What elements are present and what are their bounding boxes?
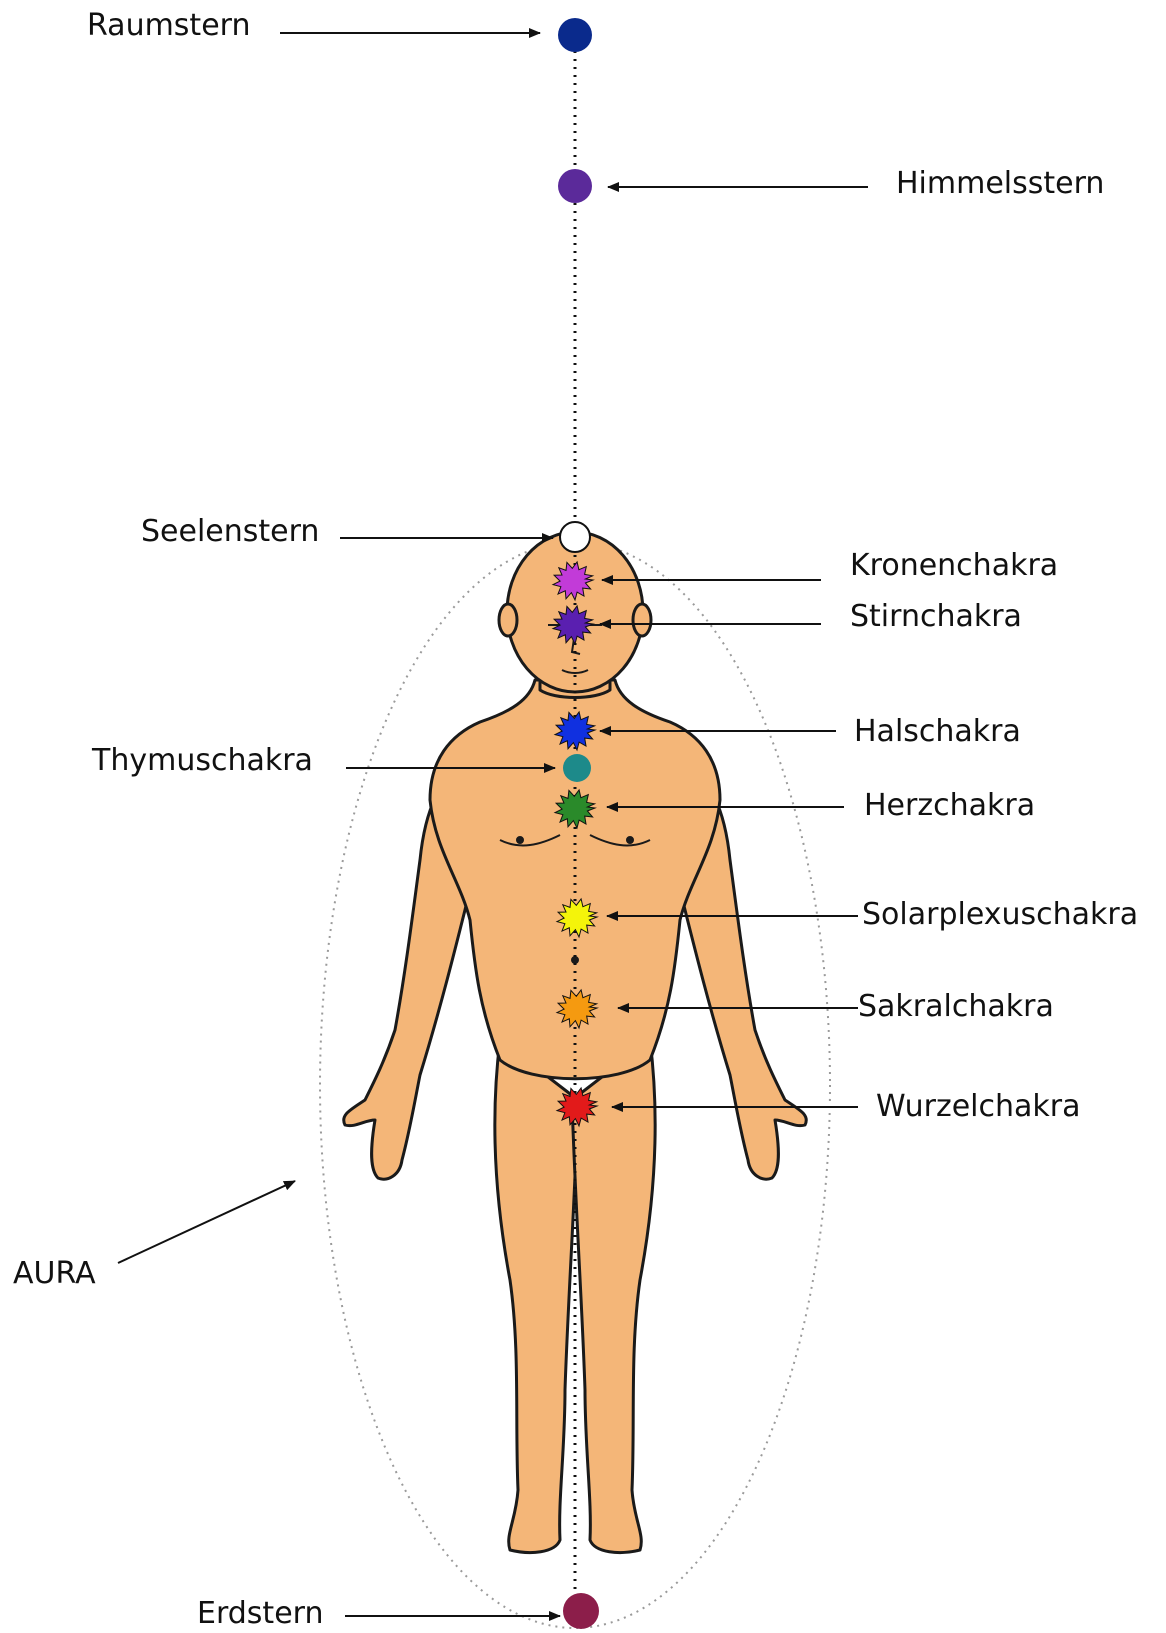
raumstern-dot <box>558 18 592 52</box>
raumstern-label: Raumstern <box>87 8 250 44</box>
sakralchakra-label: Sakralchakra <box>858 989 1054 1025</box>
seelenstern-dot <box>560 522 590 552</box>
halschakra-label: Halschakra <box>854 714 1021 750</box>
solarplexuschakra-label: Solarplexuschakra <box>862 897 1138 933</box>
seelenstern-label: Seelenstern <box>141 514 319 550</box>
thymuschakra-dot <box>563 754 591 782</box>
aura-label: AURA <box>13 1256 96 1292</box>
himmelsstern-label: Himmelsstern <box>896 166 1104 202</box>
thymuschakra-label: Thymuschakra <box>92 743 313 779</box>
herzchakra-label: Herzchakra <box>864 788 1035 824</box>
erdstern-dot <box>563 1593 599 1629</box>
stirnchakra-label: Stirnchakra <box>850 599 1022 635</box>
himmelsstern-dot <box>558 169 592 203</box>
human-body-figure <box>344 532 807 1553</box>
wurzelchakra-label: Wurzelchakra <box>876 1089 1080 1125</box>
erdstern-label: Erdstern <box>197 1596 323 1632</box>
aura-arrow <box>118 1181 295 1263</box>
kronenchakra-label: Kronenchakra <box>850 548 1058 584</box>
